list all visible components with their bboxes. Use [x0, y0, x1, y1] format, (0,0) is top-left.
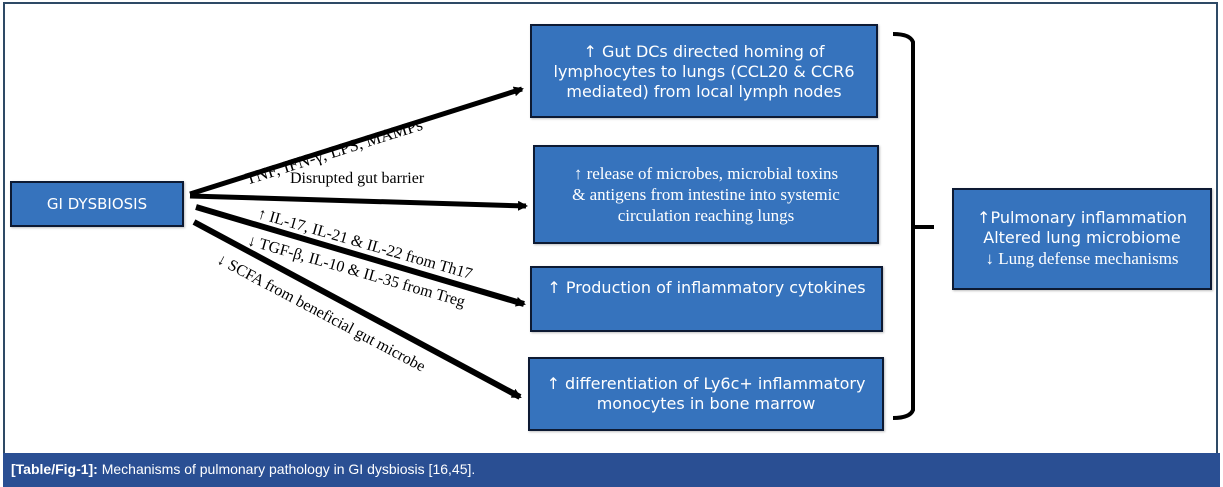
effect-line: lymphocytes to lungs (CCL20 & CCR6 — [553, 62, 855, 81]
outcome-line: Altered lung microbiome — [983, 228, 1181, 248]
effect-line: ↑ Production of inflammatory cytokines — [547, 278, 866, 297]
effect-line: ↑ differentiation of Ly6c+ inflammatory — [546, 374, 866, 393]
gi-dysbiosis-label: GI DYSBIOSIS — [46, 194, 148, 213]
effect-line: ↑ release of microbes, microbial toxins — [573, 163, 839, 183]
pathway-label-gut-barrier: Disrupted gut barrier — [290, 170, 425, 187]
effect-box-microbe-release: ↑ release of microbes, microbial toxins … — [533, 145, 879, 244]
effect-line: ↑ Gut DCs directed homing of — [583, 42, 825, 61]
effect-line: & antigens from intestine into systemic — [572, 184, 840, 204]
effect-box-cytokines: ↑ Production of inflammatory cytokines — [530, 266, 883, 332]
effect-line: monocytes in bone marrow — [596, 394, 816, 413]
effect-line: mediated) from local lymph nodes — [566, 82, 842, 101]
outcome-line: ↓ Lung defense mechanisms — [985, 249, 1179, 269]
effect-line: circulation reaching lungs — [617, 206, 795, 226]
caption-text: Mechanisms of pulmonary pathology in GI … — [97, 461, 476, 477]
caption-ref: [Table/Fig-1]: — [11, 461, 98, 477]
figure-caption: [Table/Fig-1]: Mechanisms of pulmonary p… — [3, 453, 1220, 487]
effect-box-monocytes: ↑ differentiation of Ly6c+ inflammatory … — [528, 357, 884, 431]
effect-box-dc-homing: ↑ Gut DCs directed homing of lymphocytes… — [530, 24, 878, 118]
outcome-box: ↑Pulmonary inflammation Altered lung mic… — [952, 188, 1212, 290]
gi-dysbiosis-node: GI DYSBIOSIS — [10, 181, 184, 227]
outcome-line: ↑Pulmonary inflammation — [977, 208, 1187, 228]
